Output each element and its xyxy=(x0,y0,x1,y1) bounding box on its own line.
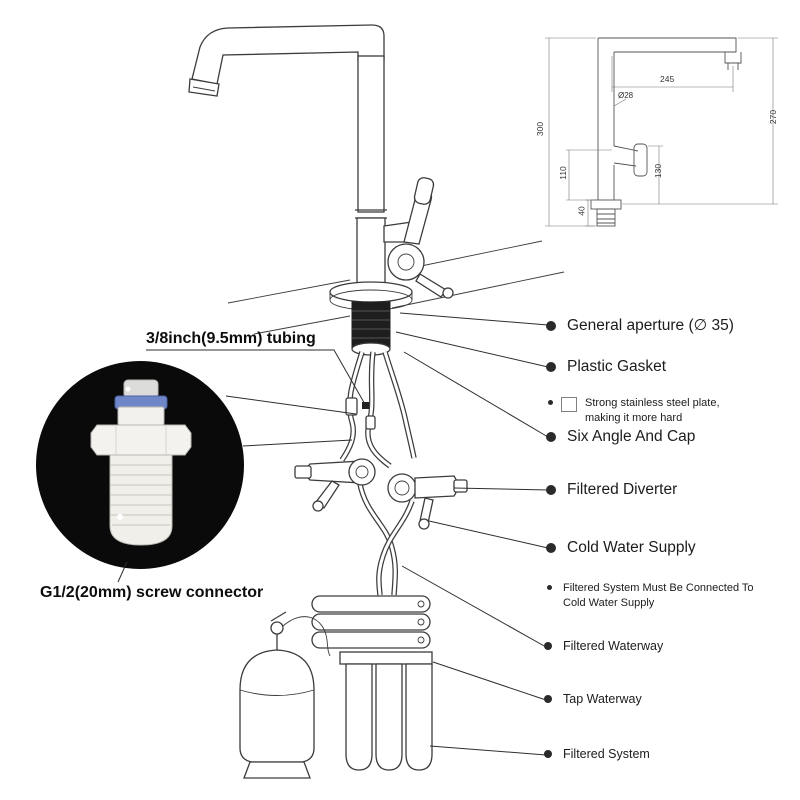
connector-photo-inset xyxy=(36,361,244,569)
callout-filtered-diverter: Filtered Diverter xyxy=(546,481,677,499)
faucet-drawing xyxy=(188,24,454,356)
callout-label: General aperture (∅ 35) xyxy=(567,317,734,334)
callout-tap-waterway: Tap Waterway xyxy=(544,692,642,706)
callout-label: Filtered Waterway xyxy=(563,639,664,653)
callout-label: Strong stainless steel plate, making it … xyxy=(585,397,720,424)
callout-filtered-waterway: Filtered Waterway xyxy=(544,639,663,653)
dim-base-thread: 40 xyxy=(576,206,587,216)
callout-label: Six Angle And Cap xyxy=(567,428,696,445)
bullet-icon xyxy=(546,362,556,372)
tubing-drawing xyxy=(339,351,417,596)
callout-six-angle-cap: Six Angle And Cap xyxy=(546,428,695,446)
bullet-icon xyxy=(544,750,552,758)
dim-spout-diameter: Ø28 xyxy=(618,91,634,100)
dimension-drawing xyxy=(545,37,778,227)
callout-cold-water-supply: Cold Water Supply xyxy=(546,539,696,557)
filter-system-drawing xyxy=(239,595,433,779)
diverter-valves-drawing xyxy=(294,458,468,530)
callout-label: Tap Waterway xyxy=(563,692,642,706)
bullet-icon xyxy=(548,400,553,405)
callout-label: Plastic Gasket xyxy=(567,358,667,375)
plate-icon xyxy=(561,397,577,412)
callout-label: Filtered System Must Be Connected To Col… xyxy=(563,582,754,609)
callout-label: Filtered Diverter xyxy=(567,481,678,498)
dim-overall-height: 300 xyxy=(535,121,546,137)
screw-connector-label: G1/2(20mm) screw connector xyxy=(40,584,264,601)
dim-handle-clearance: 110 xyxy=(557,166,568,180)
bullet-icon xyxy=(544,642,552,650)
bullet-icon xyxy=(546,432,556,442)
dim-handle-height: 130 xyxy=(653,163,664,179)
callout-steel-plate: Strong stainless steel plate, making it … xyxy=(548,396,755,426)
leader-lines xyxy=(117,312,549,756)
callout-filtered-system: Filtered System xyxy=(544,747,650,761)
tubing-label: 3/8inch(9.5mm) tubing xyxy=(146,330,316,347)
bullet-icon xyxy=(546,543,556,553)
callout-filtered-system-note: Filtered System Must Be Connected To Col… xyxy=(547,581,775,611)
dim-spout-reach: 245 xyxy=(660,74,675,84)
bullet-icon xyxy=(547,585,552,590)
dim-spout-height: 270 xyxy=(768,109,779,125)
bullet-icon xyxy=(546,485,556,495)
callout-general-aperture: General aperture (∅ 35) xyxy=(546,316,734,335)
bullet-icon xyxy=(544,695,552,703)
callout-label: Cold Water Supply xyxy=(567,539,696,556)
callout-label: Filtered System xyxy=(563,747,650,761)
bullet-icon xyxy=(546,320,556,331)
callout-plastic-gasket: Plastic Gasket xyxy=(546,358,666,376)
